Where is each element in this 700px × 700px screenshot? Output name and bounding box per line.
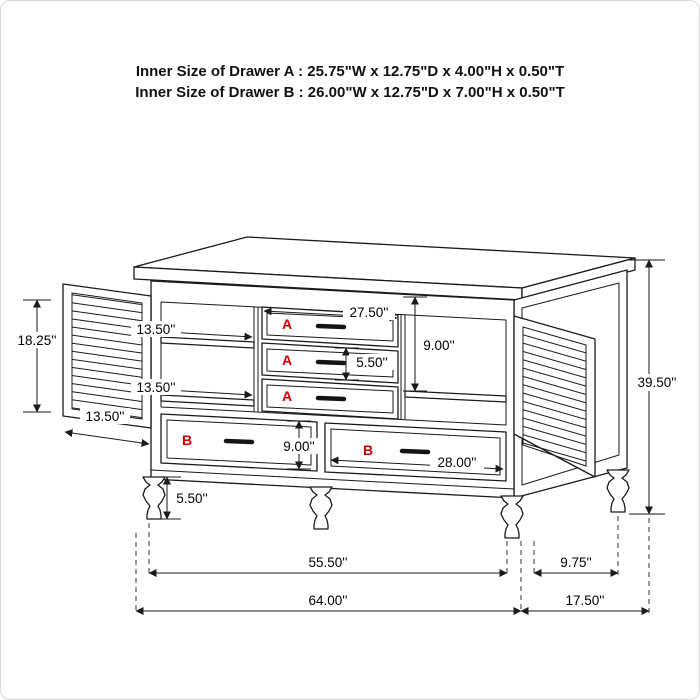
drawer-b-inner-size: Inner Size of Drawer B : 26.00"W x 12.75… [135, 84, 565, 101]
dimension-label: 13.50'' [86, 409, 125, 424]
drawer-handle [399, 448, 431, 455]
drawer-handle [315, 395, 347, 402]
dim-drawer-a-width: 27.50'' [263, 304, 398, 322]
dimension-label: 64.00'' [309, 593, 348, 608]
drawer-inner-size-note: Inner Size of Drawer A : 25.75"W x 12.75… [1, 61, 699, 103]
left-door-open [62, 283, 152, 429]
drawer-a-label: A [282, 352, 292, 368]
label-background [131, 379, 181, 395]
dim-upper-shelf-width: 13.50'' [131, 321, 253, 341]
dim-overall-depth: 17.50'' [520, 593, 650, 615]
dim-lower-shelf-width: 13.50'' [131, 379, 253, 399]
dimensions: 18.25'' 13.50'' 27.50'' 9.00'' [13, 259, 684, 615]
foot-front-left [142, 476, 166, 520]
label-background [630, 374, 684, 391]
drawer-bevel [166, 419, 312, 466]
drawer-a-label: A [282, 388, 292, 404]
dim-drawer-b-width: 28.00'' [330, 454, 504, 473]
right-door-open [513, 315, 596, 478]
dim-side-feet-span: 9.75'' [533, 555, 619, 577]
dimension-label: 9.00'' [283, 439, 314, 454]
dimension-arrow [64, 429, 150, 447]
drawer-b-2 [324, 422, 507, 482]
label-background [131, 321, 181, 337]
dim-overall-width: 64.00'' [135, 593, 522, 615]
foot-front-right [500, 495, 524, 539]
label-background [276, 438, 322, 454]
dimension-label: 28.00'' [438, 455, 477, 470]
label-background [349, 354, 395, 370]
dimension-label: 17.50'' [566, 593, 605, 608]
dimension-label: 39.50'' [638, 375, 677, 390]
drawer-bevel [266, 384, 394, 414]
foot-front-center [309, 486, 333, 530]
dim-right-opening-height: 9.00'' [403, 296, 461, 392]
drawer-handle [315, 359, 347, 366]
drawer-a-inner-size: Inner Size of Drawer A : 25.75"W x 12.75… [135, 63, 565, 80]
dimension-label: 13.50'' [137, 380, 176, 395]
dimension-label: 5.50'' [356, 355, 387, 370]
foot-rear-right [606, 469, 630, 513]
label-background [343, 304, 395, 320]
label-background [417, 337, 461, 353]
drawer-bevel [330, 428, 501, 476]
door-louvers [71, 292, 143, 420]
drawer-a-label: A [282, 316, 292, 332]
dim-front-feet-span: 55.50'' [148, 555, 508, 577]
dimension-label: 18.25'' [18, 333, 57, 348]
door-louvers [522, 326, 587, 467]
dimension-label: 9.00'' [423, 338, 454, 353]
dim-drawer-b-front-height: 9.00'' [276, 420, 322, 470]
dim-door-width: 13.50'' [64, 408, 150, 447]
dimension-arrow [166, 328, 253, 341]
drawer-b-1 [160, 413, 318, 472]
drawer-b-label: B [182, 432, 192, 448]
drawer-handle [223, 438, 255, 445]
dimension-label: 27.50'' [350, 305, 389, 320]
label-background [13, 332, 61, 348]
right-shelf [404, 390, 507, 403]
dimension-label: 55.50'' [309, 555, 348, 570]
drawer-b-label: B [363, 442, 373, 458]
drawer-a-3 [261, 378, 399, 420]
label-background [172, 490, 212, 506]
dim-foot-height: 5.50'' [153, 476, 212, 520]
top-side-edge [521, 257, 636, 301]
drawer-bevel [266, 348, 394, 378]
label-background [430, 454, 484, 470]
dimension-label: 13.50'' [137, 322, 176, 337]
drawer-a-2 [261, 342, 399, 384]
dimension-label: 9.75'' [560, 555, 591, 570]
dim-door-height: 18.25'' [13, 299, 61, 413]
dim-overall-height: 39.50'' [629, 259, 684, 515]
dimension-label: 5.50'' [176, 491, 207, 506]
label-background [80, 408, 130, 424]
drawer-handle [315, 323, 347, 330]
base-trim-line [150, 469, 515, 490]
dimension-arrow [166, 386, 253, 399]
dim-drawer-a-front-height: 5.50'' [335, 347, 395, 381]
